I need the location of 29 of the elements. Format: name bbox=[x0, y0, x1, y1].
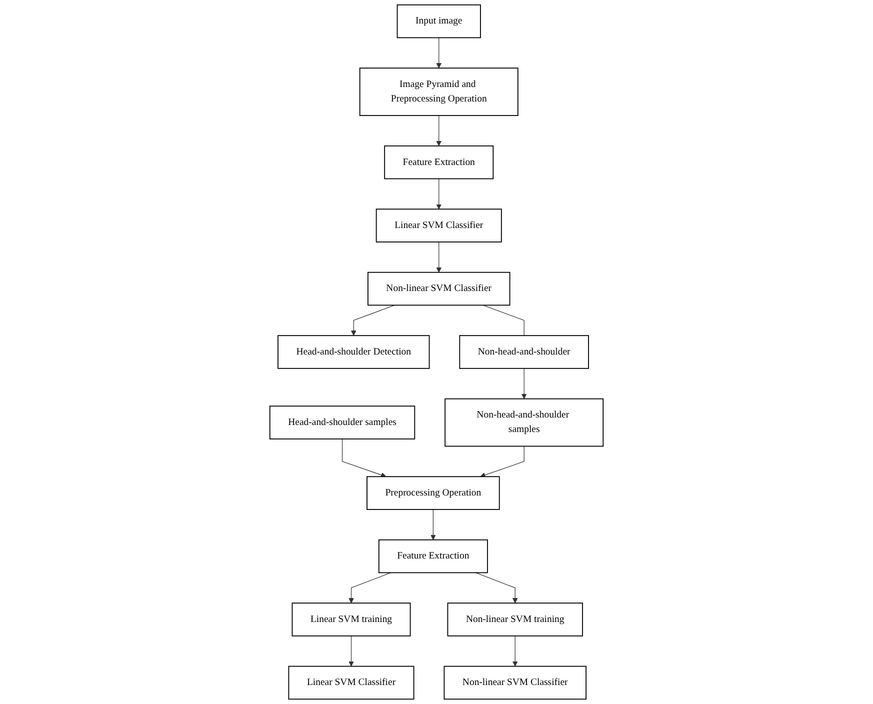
arrow bbox=[521, 368, 527, 400]
node-box: Head-and-shoulder Detection bbox=[278, 335, 430, 369]
arrow bbox=[436, 242, 442, 273]
node-box: Feature Extraction bbox=[384, 145, 494, 180]
node-box: Non-head-and-shoulder bbox=[459, 335, 589, 369]
node-box: Non-head-and-shoulder samples bbox=[444, 398, 604, 447]
arrow bbox=[512, 636, 518, 667]
connector bbox=[482, 304, 524, 336]
arrow bbox=[480, 446, 524, 478]
arrow bbox=[430, 509, 436, 540]
arrow bbox=[342, 438, 386, 478]
arrow bbox=[436, 178, 442, 210]
node-box: Linear SVM Classifier bbox=[376, 208, 502, 242]
node-box: Non-linear SVM Classifier bbox=[368, 272, 510, 306]
node-box: Linear SVM Classifier bbox=[288, 666, 414, 700]
node-box: Feature Extraction bbox=[378, 539, 488, 574]
node-box: Preprocessing Operation bbox=[366, 476, 500, 510]
node-box: Non-linear SVM training bbox=[447, 602, 583, 636]
arrow bbox=[348, 572, 391, 604]
arrow bbox=[436, 37, 442, 68]
node-box: Head-and-shoulder samples bbox=[269, 406, 416, 440]
node-box: Input image bbox=[396, 4, 481, 38]
arrow bbox=[436, 115, 442, 146]
node-box: Image Pyramid and Preprocessing Operation bbox=[359, 68, 518, 116]
node-box: Linear SVM training bbox=[292, 602, 411, 636]
node-box: Non-linear SVM Classifier bbox=[444, 666, 586, 700]
arrow bbox=[475, 572, 518, 604]
arrow bbox=[350, 304, 395, 336]
arrow bbox=[348, 636, 354, 667]
